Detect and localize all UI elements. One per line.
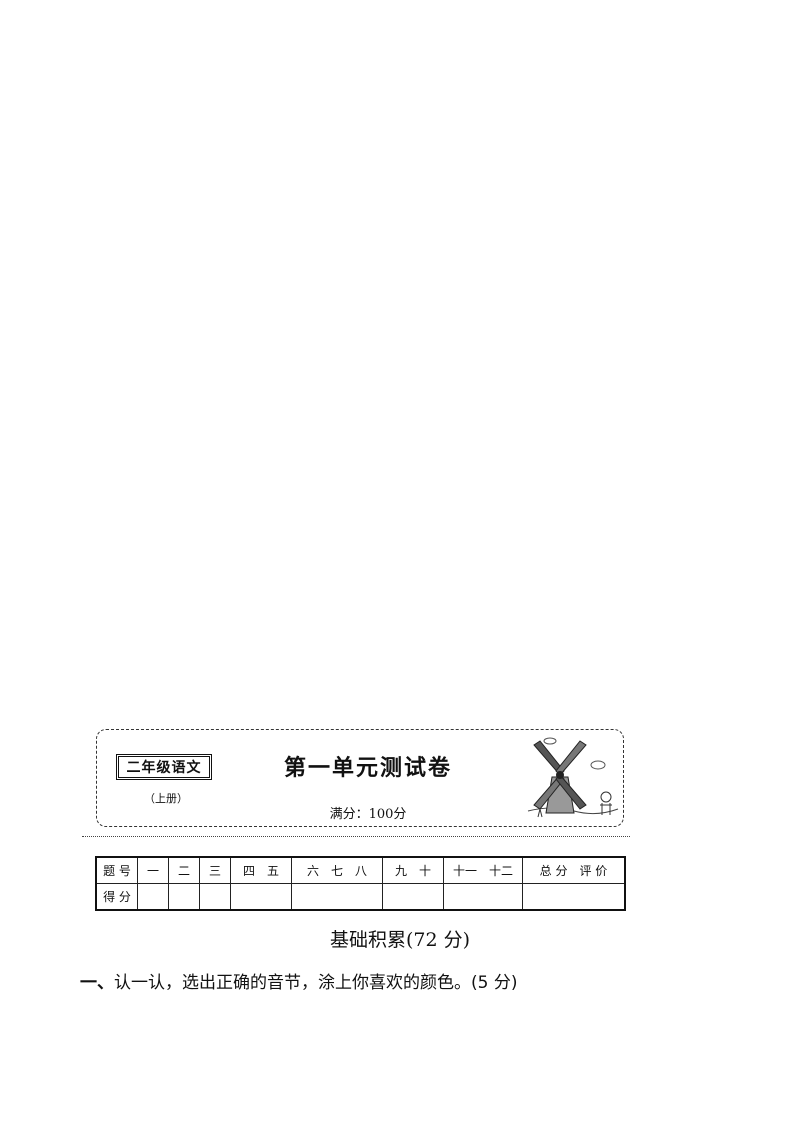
table-cell: 二 xyxy=(168,856,200,884)
score-input-cell xyxy=(137,883,169,911)
table-cell: 六 七 八 xyxy=(291,856,383,884)
table-cell: 总 分 评 价 xyxy=(522,856,626,884)
full-score-label: 满分：100分 xyxy=(329,807,407,822)
score-input-cell xyxy=(199,883,231,911)
question-number: 一、 xyxy=(80,973,114,993)
table-cell: 题 号 xyxy=(95,856,138,884)
table-cell: 三 xyxy=(199,856,231,884)
score-table-header-row: 题 号 一 二 三 四 五 六 七 八 九 十 十一 十二 总 分 评 价 xyxy=(95,856,626,884)
table-cell: 得 分 xyxy=(95,883,138,911)
score-input-cell xyxy=(443,883,523,911)
section-divider xyxy=(82,836,630,837)
table-cell: 一 xyxy=(137,856,169,884)
score-input-cell xyxy=(522,883,626,911)
section-title: 基础积累(72 分) xyxy=(329,929,471,951)
table-cell: 四 五 xyxy=(230,856,292,884)
score-input-cell xyxy=(382,883,444,911)
score-table: 题 号 一 二 三 四 五 六 七 八 九 十 十一 十二 总 分 评 价 得 … xyxy=(95,856,626,911)
score-table-score-row: 得 分 xyxy=(95,883,626,911)
windmill-illustration xyxy=(527,737,619,818)
score-input-cell xyxy=(230,883,292,911)
volume-label: （上册） xyxy=(144,792,188,805)
score-input-cell xyxy=(291,883,383,911)
table-cell: 九 十 xyxy=(382,856,444,884)
grade-subject-label: 二年级语文 xyxy=(116,754,212,780)
page-title: 第一单元测试卷 xyxy=(283,756,452,781)
header-frame xyxy=(96,729,624,827)
score-input-cell xyxy=(168,883,200,911)
question-1: 一、认一认，选出正确的音节，涂上你喜欢的颜色。(5 分) xyxy=(80,968,720,993)
table-cell: 十一 十二 xyxy=(443,856,523,884)
question-text: 认一认，选出正确的音节，涂上你喜欢的颜色。(5 分) xyxy=(114,973,518,993)
